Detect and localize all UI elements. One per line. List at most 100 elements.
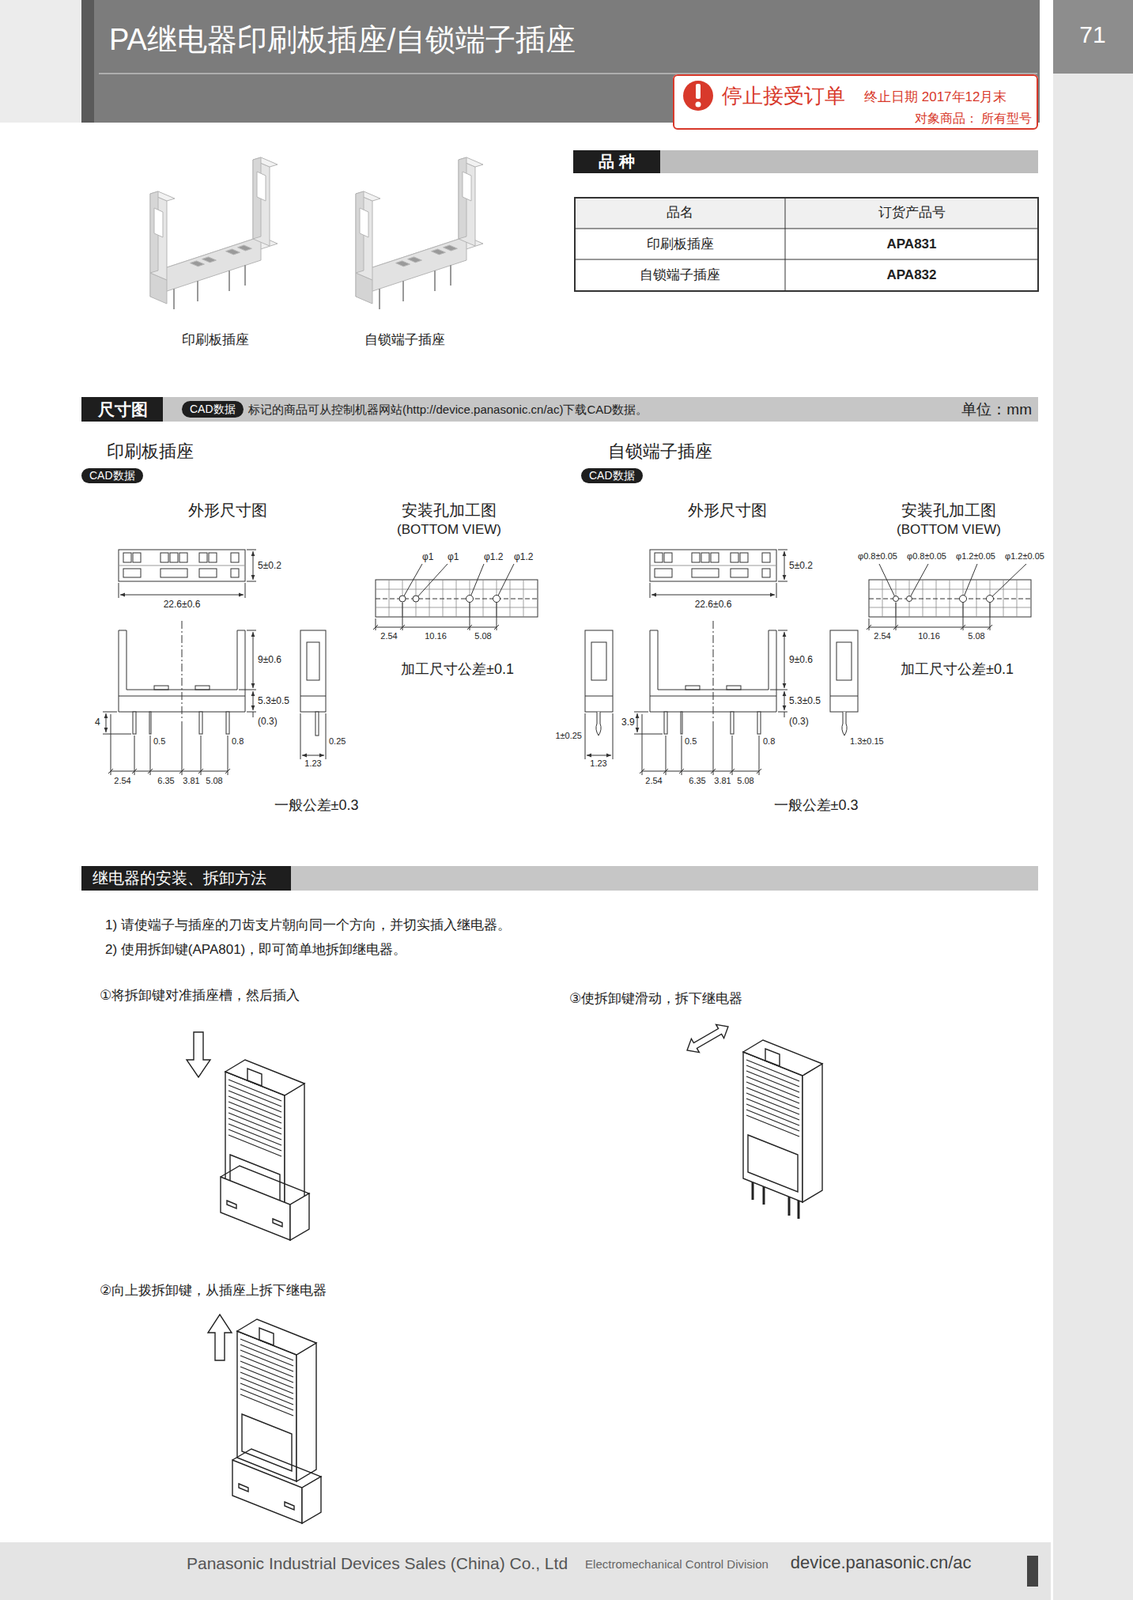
dimension-value: 3.81 — [713, 775, 731, 786]
dimension-value: 9±0.6 — [789, 653, 813, 665]
text-anchor: PA继电器印刷板插座/自锁端子插座 — [109, 22, 576, 59]
text-anchor: CAD数据 — [89, 468, 136, 484]
dimension-value: 5.08 — [736, 775, 754, 786]
view-subtitle: (BOTTOM VIEW) — [396, 521, 502, 538]
text-anchor: 71 — [1079, 20, 1106, 50]
section-band: 继电器的安装、拆卸方法 — [81, 865, 1039, 891]
table-cell: APA832 — [887, 267, 937, 284]
text-anchor: φ0.8±0.05 — [857, 551, 898, 562]
table-header: 订货产品号 — [878, 204, 946, 221]
dimension-value: φ1.2 — [513, 551, 533, 563]
dimension-value: 9±0.6 — [257, 653, 282, 665]
text-anchor: 自锁端子插座 — [608, 441, 713, 462]
text-anchor: 对象商品： 所有型号 — [914, 110, 1032, 126]
text-anchor: CAD数据 — [589, 468, 635, 484]
text-anchor: φ1.2±0.05 — [1004, 551, 1045, 562]
dimension-value: 3.9 — [621, 716, 635, 728]
page-number: 71 — [1079, 20, 1106, 50]
dimension-value: 5±0.2 — [257, 559, 282, 571]
text-anchor: 继电器的安装、拆卸方法 — [92, 865, 267, 891]
text-anchor: 1) 请使端子与插座的刀齿支片朝向同一个方向，并切实插入继电器。 — [105, 917, 511, 933]
section-heading: 继电器的安装、拆卸方法 — [92, 865, 267, 891]
dimension-value: 3.81 — [182, 775, 200, 786]
text-anchor: ①将拆卸键对准插座槽，然后插入 — [99, 987, 300, 1004]
text-anchor: 5.08 — [736, 775, 754, 786]
dimension-value: φ0.8±0.05 — [857, 551, 898, 562]
cad-badge: CAD数据 — [581, 468, 643, 484]
instruction-text: 2) 使用拆卸键(APA801)，即可简单地拆卸继电器。 — [105, 941, 407, 958]
dimension-value: 1.23 — [304, 758, 322, 769]
text-anchor: ③使拆卸键滑动，拆下继电器 — [569, 990, 743, 1007]
text-anchor: 印刷板插座 — [646, 236, 714, 253]
text-anchor: 22.6±0.6 — [694, 598, 733, 610]
text-anchor: 5.08 — [967, 630, 985, 642]
instruction-text: 1) 请使端子与插座的刀齿支片朝向同一个方向，并切实插入继电器。 — [105, 917, 511, 933]
dimension-value: φ0.8±0.05 — [906, 551, 947, 562]
text-anchor: 3.81 — [713, 775, 731, 786]
text-anchor: 2.54 — [645, 775, 662, 786]
dimension-value: 0.25 — [328, 736, 346, 747]
division-name: Electromechanical Control Division — [585, 1556, 769, 1572]
section-heading: 尺寸图 — [98, 396, 148, 422]
text-anchor: APA831 — [887, 236, 937, 253]
dimension-value: 2.54 — [645, 775, 662, 786]
text-anchor: 10.16 — [917, 630, 941, 642]
section-band: 尺寸图 标记的商品可从控制机器网站(http://device.panasonic… — [81, 396, 1039, 422]
dimension-value: φ1 — [422, 551, 434, 563]
dimension-value: 0.8 — [231, 736, 244, 747]
footer-band: Panasonic Industrial Devices Sales (Chin… — [0, 1541, 1024, 1600]
text-anchor: APA832 — [887, 267, 937, 284]
text-anchor: 尺寸图 — [98, 396, 148, 422]
dimension-value: 5±0.2 — [789, 559, 813, 571]
dimension-value: 1.23 — [589, 758, 607, 769]
text-anchor: 品 种 — [598, 150, 635, 174]
text-anchor: 印刷板插座 — [106, 441, 194, 462]
dimension-value: (0.3) — [789, 715, 809, 727]
photo-caption: 自锁端子插座 — [364, 332, 446, 348]
text-anchor: 标记的商品可从控制机器网站(http://device.panasonic.cn… — [248, 396, 648, 422]
text-anchor: 0.5 — [153, 736, 166, 747]
text-anchor: 5.3±0.5 — [789, 694, 821, 707]
text-anchor: 印刷板插座 — [181, 332, 250, 348]
badge-text: CAD数据 — [589, 468, 635, 484]
text-anchor: 10.16 — [424, 630, 447, 642]
notice-heading: 停止接受订单 — [721, 83, 846, 109]
text-anchor: device.panasonic.cn/ac — [790, 1552, 972, 1573]
text-anchor: φ1 — [447, 551, 459, 563]
subsection-heading: 印刷板插座 — [106, 441, 194, 462]
text-anchor: φ1 — [422, 551, 434, 563]
text-anchor: 5±0.2 — [257, 559, 282, 571]
text-anchor: CAD数据 — [189, 400, 236, 418]
text-anchor: 5±0.2 — [789, 559, 813, 571]
view-title: 外形尺寸图 — [687, 500, 767, 520]
dimension-value: (0.3) — [257, 715, 278, 727]
dimension-value: 22.6±0.6 — [163, 598, 201, 610]
text-anchor: (BOTTOM VIEW) — [896, 521, 1001, 538]
dimension-value: 10.16 — [917, 630, 941, 642]
dimension-value: 0.5 — [684, 736, 697, 747]
text-anchor: Electromechanical Control Division — [585, 1556, 769, 1572]
text-anchor: 外形尺寸图 — [188, 500, 268, 520]
text-anchor: 1.23 — [304, 758, 322, 769]
dimension-value: 5.08 — [205, 775, 223, 786]
text-anchor: 安装孔加工图 — [901, 500, 997, 520]
text-anchor: 品名 — [666, 204, 694, 221]
dimension-value: 22.6±0.6 — [694, 598, 733, 610]
unit-note: 单位：mm — [961, 396, 1032, 422]
page-number-tab: 71 — [1053, 0, 1133, 74]
text-anchor: 自锁端子插座 — [364, 332, 446, 348]
text-anchor: 加工尺寸公差±0.1 — [900, 660, 1014, 679]
text-anchor: 2.54 — [873, 630, 891, 642]
cad-badge: CAD数据 — [181, 400, 244, 418]
text-anchor: 22.6±0.6 — [163, 598, 201, 610]
text-anchor: 3.81 — [182, 775, 200, 786]
text-anchor: 1±0.25 — [555, 730, 582, 741]
text-anchor: 2.54 — [380, 630, 397, 642]
text-anchor: φ1.2±0.05 — [955, 551, 996, 562]
text-anchor: 停止接受订单 — [721, 83, 846, 109]
view-title: 安装孔加工图 — [401, 500, 497, 520]
section-heading: 品 种 — [598, 150, 635, 174]
dimension-value: φ1.2 — [483, 551, 503, 563]
text-anchor: 3.9 — [621, 716, 635, 728]
dimension-value: 5.3±0.5 — [789, 694, 821, 707]
